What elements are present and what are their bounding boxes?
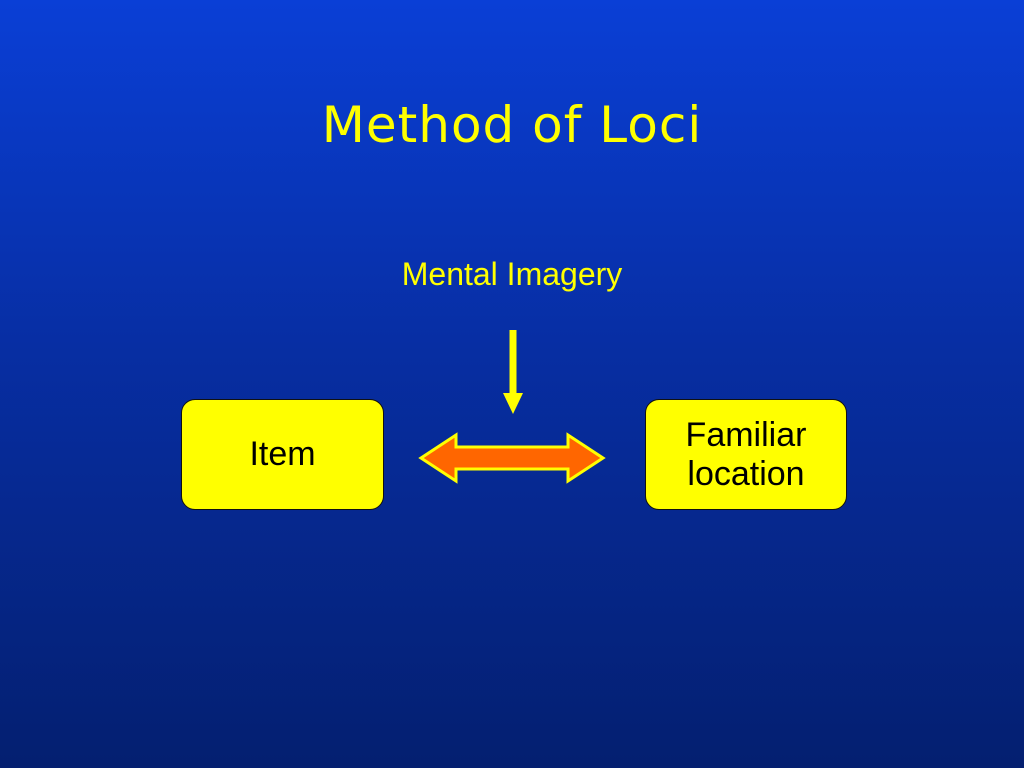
familiar-location-box: Familiar location (645, 399, 847, 510)
item-box: Item (181, 399, 384, 510)
slide-title: Method of Loci (321, 96, 703, 154)
double-arrow-icon (418, 432, 606, 484)
mental-imagery-caption: Mental Imagery (401, 256, 623, 292)
item-label: Item (249, 435, 316, 474)
familiar-location-line1: Familiar (685, 416, 807, 455)
familiar-location-line2: location (687, 454, 805, 493)
arrow-down-icon (503, 330, 523, 414)
